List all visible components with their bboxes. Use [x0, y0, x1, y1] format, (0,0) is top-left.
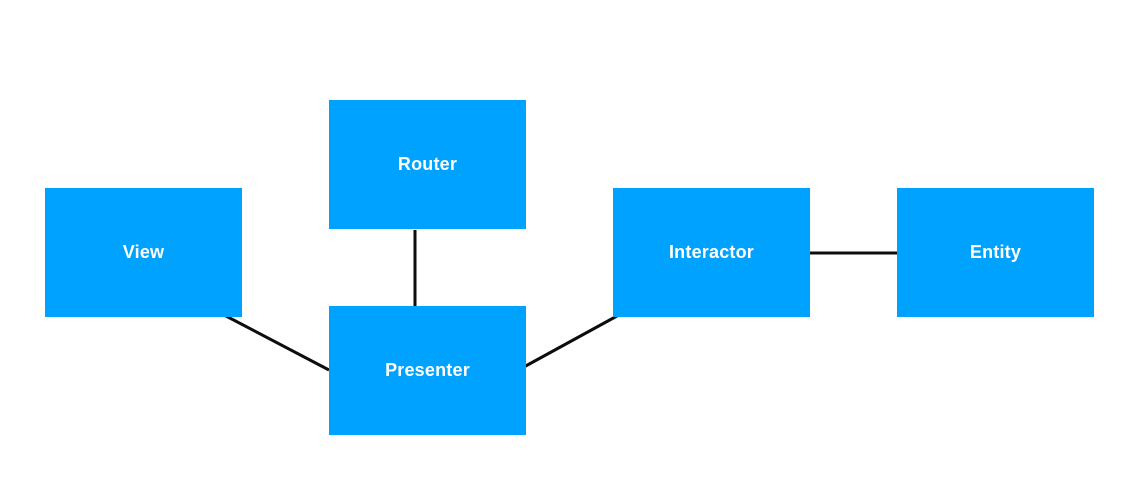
entity-box: Entity — [897, 188, 1094, 317]
presenter-label: Presenter — [385, 360, 470, 380]
router-box: Router — [329, 100, 526, 229]
interactor-box: Interactor — [613, 188, 810, 317]
view-label: View — [122, 242, 165, 262]
view-box: View — [45, 188, 242, 317]
entity-label: Entity — [969, 242, 1022, 262]
presenter-box: Presenter — [329, 306, 526, 435]
interactor-label: Interactor — [668, 242, 755, 262]
router-label: Router — [397, 154, 458, 174]
edge-view-presenter — [225, 314, 330, 372]
edge-presenter-interactor — [521, 314, 618, 370]
